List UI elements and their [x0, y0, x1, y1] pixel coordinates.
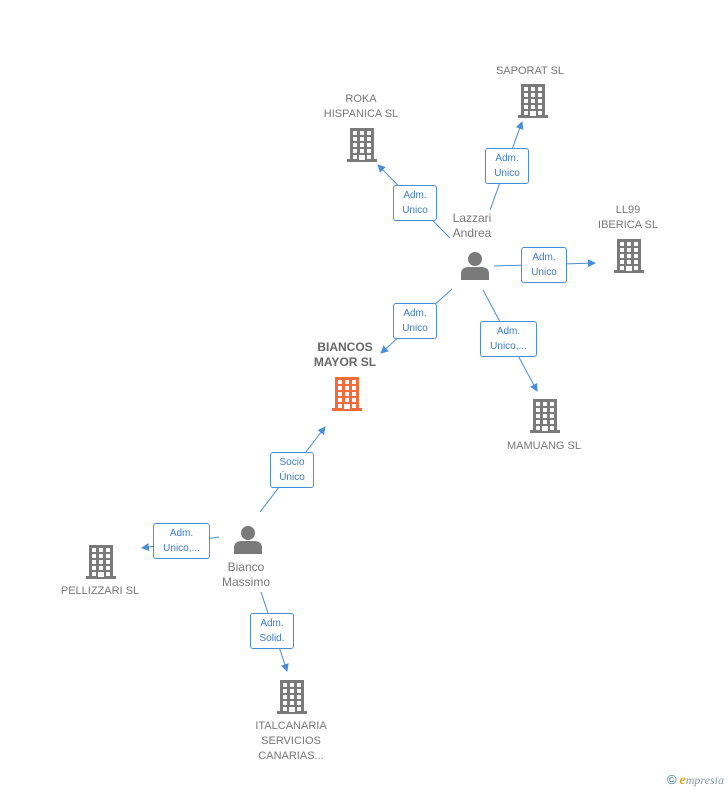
- building-icon-saporat[interactable]: [518, 84, 548, 118]
- building-icon-ll99[interactable]: [614, 239, 644, 273]
- node-label-roka[interactable]: ROKA HISPANICA SL: [323, 93, 399, 120]
- building-icon-roka[interactable]: [347, 128, 377, 162]
- edge-label-lazzari-ll99[interactable]: Adm. Unico: [521, 247, 567, 283]
- node-label-bianco[interactable]: Bianco Massimo: [221, 560, 270, 589]
- node-label-lazzari[interactable]: Lazzari Andrea: [452, 211, 492, 240]
- building-icon-pellizzari[interactable]: [86, 545, 116, 579]
- node-label-biancos[interactable]: BIANCOS MAYOR SL: [313, 340, 377, 369]
- edge-label-lazzari-roka[interactable]: Adm. Unico: [393, 185, 437, 221]
- edge-label-lazzari-mamuang[interactable]: Adm. Unico,...: [480, 321, 537, 357]
- node-label-pellizzari[interactable]: PELLIZZARI SL: [60, 585, 140, 597]
- edge-label-bianco-italcanaria[interactable]: Adm. Solid.: [250, 613, 294, 649]
- edge-label-lazzari-biancos[interactable]: Adm. Unico: [393, 303, 437, 339]
- node-label-italcanaria[interactable]: ITALCANARIA SERVICIOS CANARIAS...: [255, 720, 327, 762]
- edge-label-bianco-pellizzari[interactable]: Adm. Unico,...: [153, 523, 210, 559]
- edge-label-bianco-biancos[interactable]: Socio Único: [270, 452, 314, 488]
- node-label-mamuang[interactable]: MAMUANG SL: [507, 440, 581, 452]
- building-icon-biancos[interactable]: [332, 377, 362, 411]
- node-label-ll99[interactable]: LL99 IBERICA SL: [598, 204, 658, 231]
- building-icon-italcanaria[interactable]: [277, 680, 307, 714]
- copyright-icon: ©: [666, 772, 677, 787]
- node-label-saporat[interactable]: SAPORAT SL: [495, 65, 565, 77]
- empresia-logo: ©empresia: [666, 772, 724, 788]
- person-icon-bianco[interactable]: [234, 526, 262, 554]
- building-icon-mamuang[interactable]: [530, 399, 560, 433]
- edge-label-lazzari-saporat[interactable]: Adm. Unico: [485, 148, 529, 184]
- person-icon-lazzari[interactable]: [461, 252, 489, 280]
